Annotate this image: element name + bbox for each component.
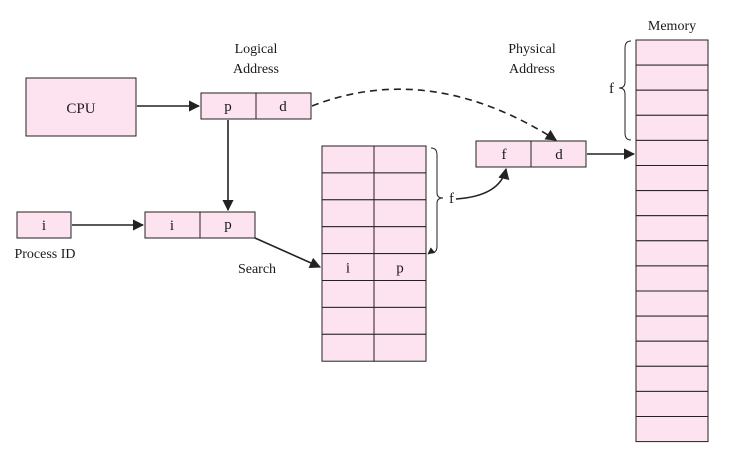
logical-page-field: p xyxy=(224,99,232,115)
page-table-match-cell xyxy=(373,253,427,282)
search-key-box: i p xyxy=(144,211,256,239)
page-table-cell xyxy=(321,280,375,308)
page-table-cell xyxy=(321,306,375,335)
search-key-page-field: p xyxy=(224,217,232,233)
page-table-cell xyxy=(321,333,375,362)
page-table-brace xyxy=(430,147,444,254)
memory-frame-cell xyxy=(635,365,709,392)
memory-frame-brace xyxy=(618,40,632,141)
memory-frame-cell xyxy=(635,340,709,367)
search-arrow xyxy=(254,237,322,269)
physical-address-label-line1: Physical xyxy=(508,42,556,57)
page-table-frame-label: f xyxy=(449,191,454,207)
page-table-cell xyxy=(373,226,427,255)
memory-frame-cell xyxy=(635,240,709,267)
page-table-cell xyxy=(373,306,427,335)
memory-frame-cell xyxy=(635,315,709,342)
page-table-cell xyxy=(373,333,427,362)
page-table-cell xyxy=(373,199,427,228)
memory-frame-cell xyxy=(635,265,709,292)
memory-frame-cell xyxy=(635,39,709,66)
page-table-cell xyxy=(373,172,427,201)
offset-dashed-arrow xyxy=(311,88,557,141)
page-table-cell xyxy=(373,280,427,308)
memory-frame-cell xyxy=(635,64,709,91)
memory-frame-cell xyxy=(635,190,709,217)
memory-frame-cell xyxy=(635,89,709,116)
memory-label: Memory xyxy=(648,19,696,34)
physical-offset-field: d xyxy=(555,147,563,163)
memory-frame-cell xyxy=(635,215,709,242)
search-key-pid-field: i xyxy=(170,218,174,234)
page-table-cell xyxy=(373,145,427,174)
process-id-label: Process ID xyxy=(14,247,75,262)
match-row-page: p xyxy=(396,261,404,277)
physical-address-label-line2: Address xyxy=(509,62,555,77)
logical-address-label-line2: Address xyxy=(233,62,279,77)
match-row-pid: i xyxy=(346,261,350,277)
page-table-cell xyxy=(321,172,375,201)
logical-address-label-line1: Logical xyxy=(235,42,278,57)
page-table-cell xyxy=(321,145,375,174)
memory-frame-cell xyxy=(635,416,709,443)
search-label: Search xyxy=(238,262,276,277)
frame-to-physical-arrow xyxy=(455,167,510,200)
physical-address-box: f d xyxy=(475,140,587,168)
logical-address-box: p d xyxy=(200,92,312,120)
page-table-cell xyxy=(321,226,375,255)
memory-frame-label: f xyxy=(609,81,614,97)
process-id-box: i xyxy=(16,211,72,239)
cpu-box: CPU xyxy=(25,77,137,137)
memory-frame-cell xyxy=(635,290,709,317)
memory-frame-cell xyxy=(635,114,709,141)
logical-offset-field: d xyxy=(279,99,287,115)
memory-frame-cell xyxy=(635,390,709,417)
cpu-label: CPU xyxy=(66,101,95,117)
physical-frame-field: f xyxy=(502,147,507,163)
memory-frame-cell xyxy=(635,139,709,166)
page-table-cell xyxy=(321,199,375,228)
process-id-field: i xyxy=(42,218,46,234)
memory-column xyxy=(635,39,709,443)
brace-arrowhead xyxy=(427,247,436,255)
memory-frame-cell xyxy=(635,165,709,192)
